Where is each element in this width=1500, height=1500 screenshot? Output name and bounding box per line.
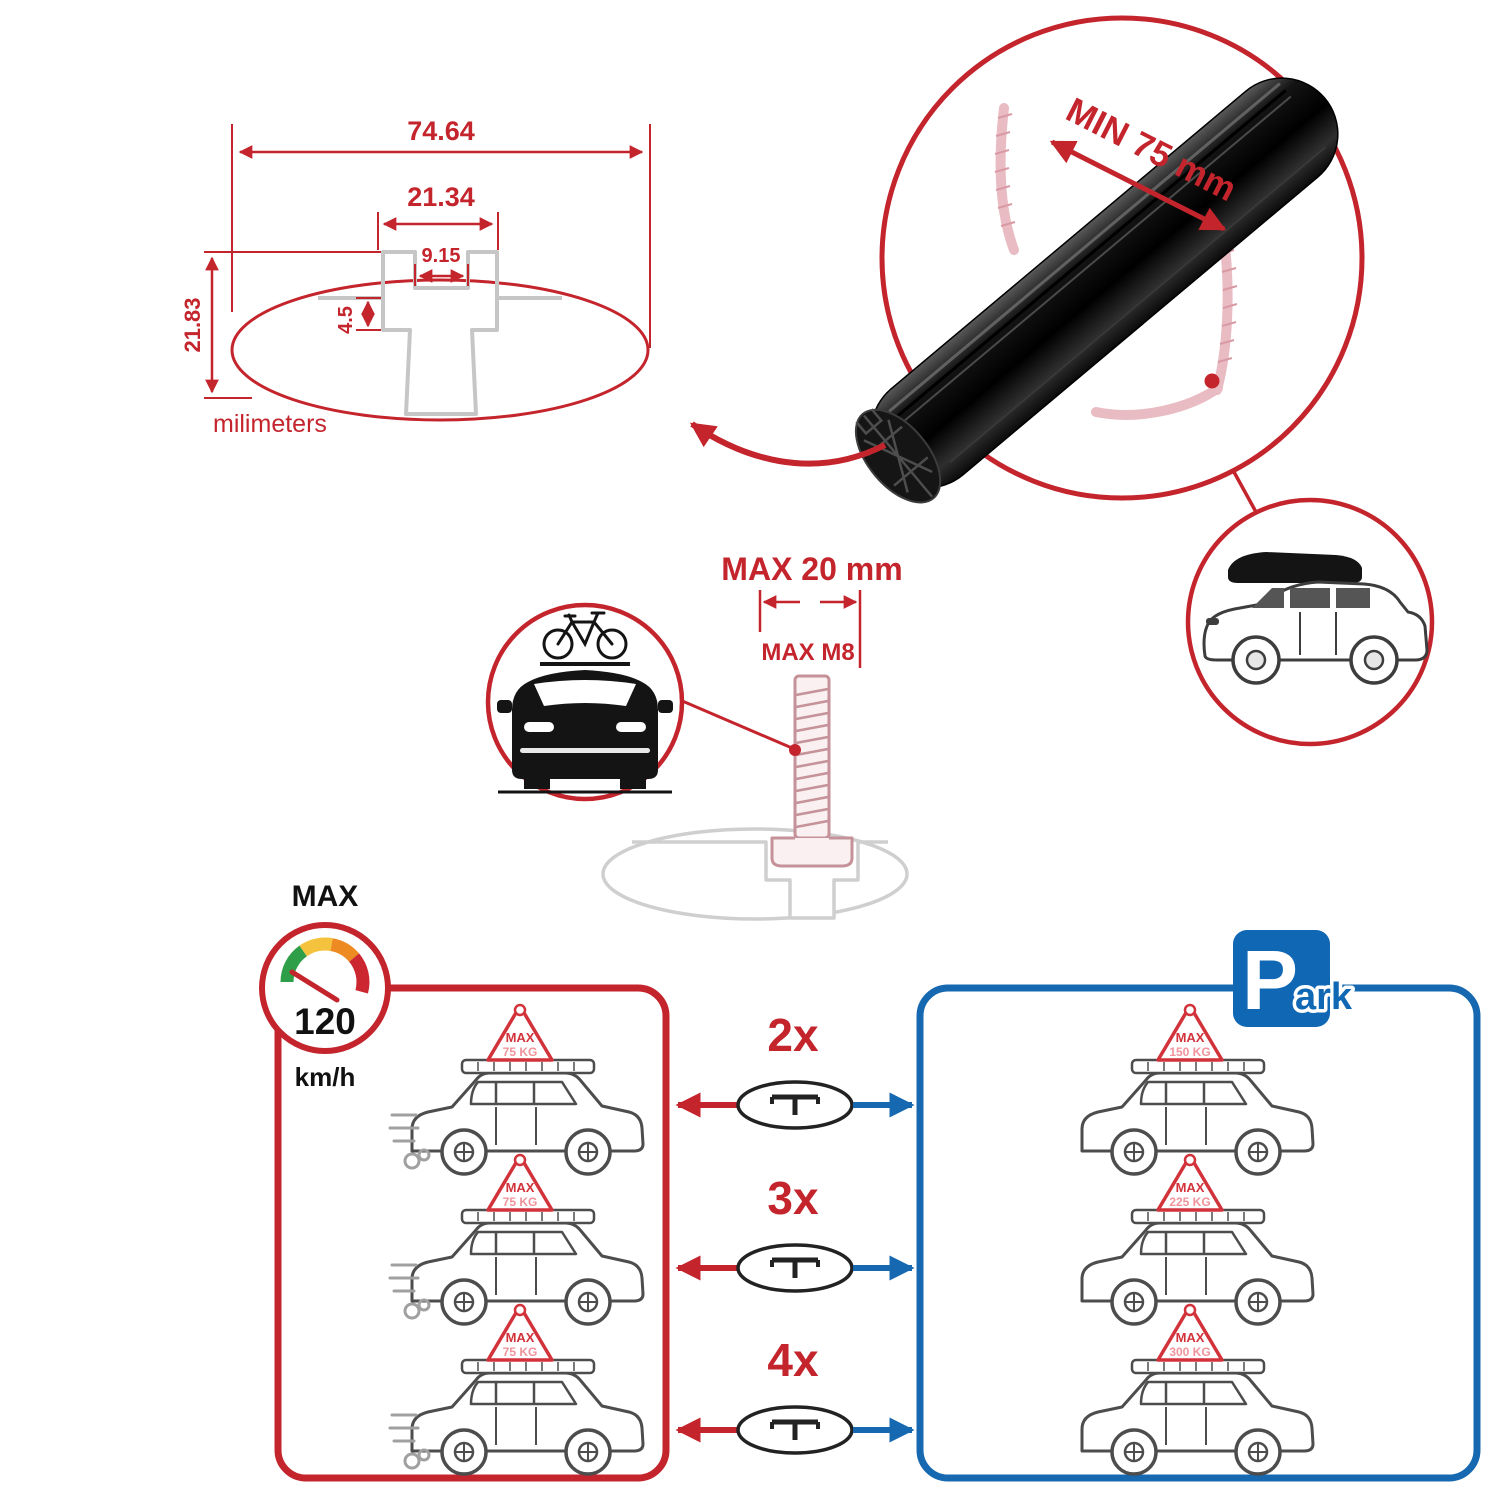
gauge-arcs xyxy=(280,937,370,994)
car-front-bike-badge xyxy=(485,602,685,802)
t-slot-profile xyxy=(318,250,562,416)
driving-panel: MAX 75 KG MAX 75 KG MAX 75 KG xyxy=(274,984,670,1482)
dim-lip-depth: 4.5 xyxy=(335,306,357,334)
units-label: milimeters xyxy=(213,410,327,438)
quantity-row: 3x xyxy=(675,1172,915,1293)
car-front-icon xyxy=(497,662,673,794)
roof-box xyxy=(1228,552,1362,583)
roofbox-suv-badge xyxy=(1185,497,1435,747)
gauge-unit: km/h xyxy=(295,1062,356,1092)
tag-title: MAX xyxy=(1176,1030,1205,1045)
parking-sign: P ark xyxy=(1233,930,1356,1027)
crossbar-outline-ellipse xyxy=(230,278,650,422)
bracket-bottom-curve xyxy=(1091,383,1223,420)
crossbar-dimension-drawing: 74.64 21.34 9.15 4.5 21.83 milimeters xyxy=(180,116,651,438)
tag-value: 300 KG xyxy=(1169,1345,1210,1359)
quantity-label: 4x xyxy=(767,1334,819,1386)
dim-channel-outer-width: 21.34 xyxy=(407,182,475,212)
tag-value: 75 KG xyxy=(503,1345,538,1359)
slot-outline-ellipse xyxy=(601,827,909,921)
max-width-label: MAX 20 mm xyxy=(721,551,902,587)
tag-hook-icon xyxy=(1183,1153,1197,1167)
parking-panel: MAX 150 KG MAX 225 KG MAX 300 KG P ark xyxy=(916,930,1481,1482)
t-profile-glyph xyxy=(770,1419,820,1440)
tag-title: MAX xyxy=(506,1330,535,1345)
gauge-title: MAX xyxy=(292,880,359,913)
tag-value: 150 KG xyxy=(1169,1045,1210,1059)
tbolt-diagram: MAX 20 mm MAX M8 xyxy=(601,551,909,921)
min-span-arrow xyxy=(1049,139,1227,232)
tag-value: 75 KG xyxy=(503,1045,538,1059)
tag-title: MAX xyxy=(506,1180,535,1195)
tag-title: MAX xyxy=(1176,1330,1205,1345)
t-profile-glyph xyxy=(770,1257,820,1278)
gauge-needle xyxy=(289,969,340,1003)
quantity-row: 4x xyxy=(675,1334,915,1455)
max-thread-label: MAX M8 xyxy=(761,639,854,666)
badge-connector-line xyxy=(1232,471,1258,513)
bolt-leader-dot xyxy=(789,744,801,756)
dim-total-width: 74.64 xyxy=(407,116,475,146)
parking-sign-letter: P xyxy=(1242,933,1298,1027)
tag-title: MAX xyxy=(506,1030,535,1045)
suv-with-roofbox xyxy=(1202,552,1429,685)
tag-hook-icon xyxy=(513,1303,527,1317)
tag-hook-icon xyxy=(513,1153,527,1167)
t-profile-glyph xyxy=(770,1094,820,1115)
tag-value: 75 KG xyxy=(503,1195,538,1209)
parking-sign-square xyxy=(1233,930,1330,1027)
callout-arrow xyxy=(689,421,887,467)
max-load-tag: MAX 225 KG xyxy=(1156,1153,1224,1212)
dim-total-height: 21.83 xyxy=(180,297,205,352)
tag-hook-icon xyxy=(1183,1303,1197,1317)
attachment-point-dot xyxy=(1204,373,1220,389)
bolt-leader-line xyxy=(679,698,793,750)
tag-hook-icon xyxy=(513,1003,527,1017)
bike-icon xyxy=(542,611,628,660)
max-load-tag: MAX 75 KG xyxy=(486,1003,554,1062)
quantity-row: 2x xyxy=(675,1009,915,1130)
max-load-tag: MAX 75 KG xyxy=(486,1303,554,1362)
gauge-value: 120 xyxy=(294,1001,356,1042)
tag-title: MAX xyxy=(1176,1180,1205,1195)
parking-sign-suffix: ark xyxy=(1295,976,1353,1018)
speed-limit-gauge: MAX 120 km/h xyxy=(259,880,391,1092)
max-load-tag: MAX 300 KG xyxy=(1156,1303,1224,1362)
crossbar-detail-view: MIN 75 mm xyxy=(689,15,1365,513)
quantity-label: 2x xyxy=(767,1009,819,1061)
tag-value: 225 KG xyxy=(1169,1195,1210,1209)
max-load-tag: MAX 150 KG xyxy=(1156,1003,1224,1062)
tag-hook-icon xyxy=(1183,1003,1197,1017)
quantity-label: 3x xyxy=(767,1172,819,1224)
max-load-tag: MAX 75 KG xyxy=(486,1153,554,1212)
t-bolt xyxy=(770,674,854,868)
dim-slot-inner-width: 9.15 xyxy=(422,245,461,267)
crossbar-quantity-options: 2x 3x 4x xyxy=(675,1009,915,1455)
